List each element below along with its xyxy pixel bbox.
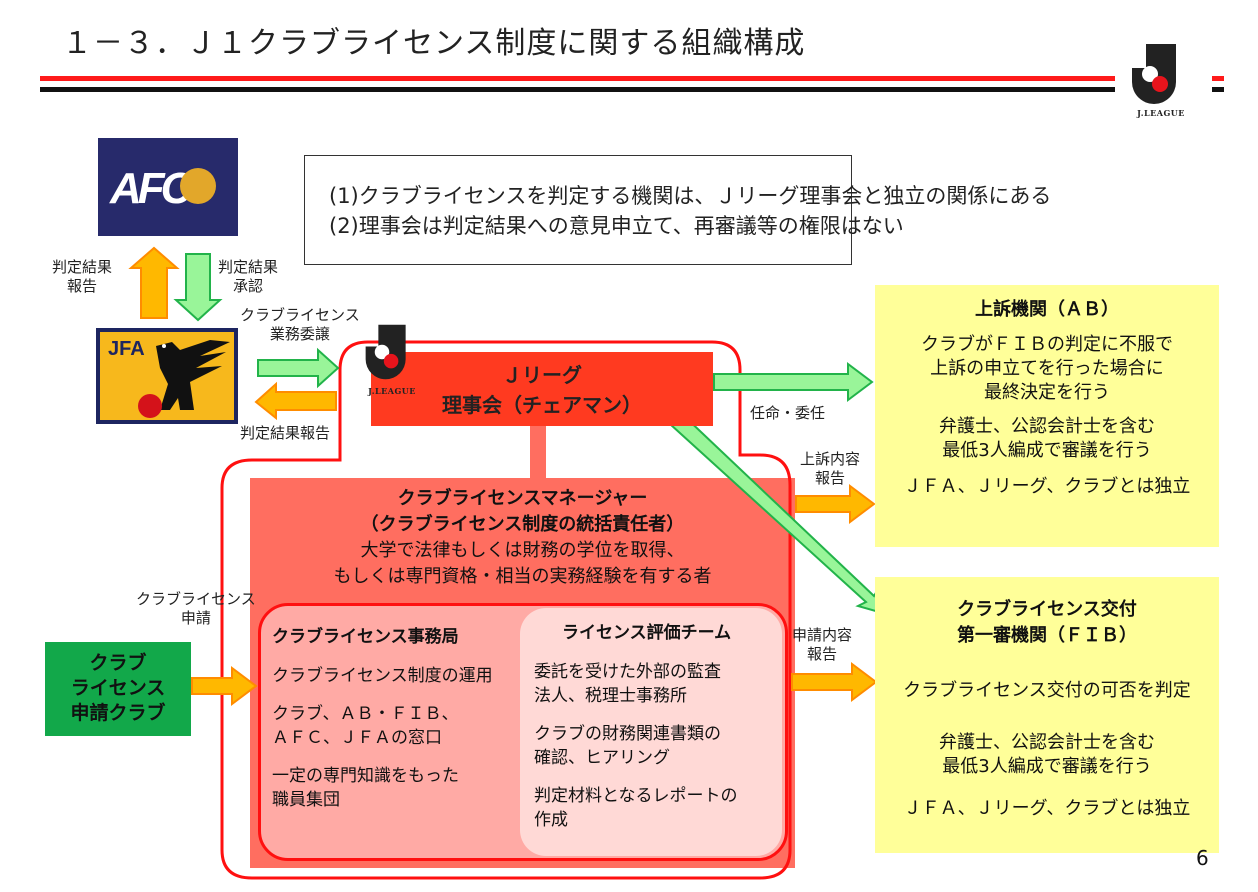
label-line: 承認 (233, 277, 264, 295)
team-item: クラブの財務関連書類の (534, 724, 721, 744)
secretariat-item: 一定の専門知識をもった (272, 766, 459, 786)
label-line: 上訴内容 (800, 450, 861, 468)
arrow-delegation (257, 347, 340, 389)
team-item: 確認、ヒアリング (534, 748, 670, 768)
page-title: １－３．Ｊ１クラブライセンス制度に関する組織構成 (62, 26, 806, 61)
league-outline (220, 340, 792, 880)
appeal-body-text: 最終決定を行う (984, 382, 1110, 403)
header-rule-red (40, 76, 1115, 81)
club-application-label: クラブライセンス 申請 (136, 590, 256, 628)
jleague-header-logo: J.LEAGUE (1128, 44, 1194, 120)
header-rule-black (40, 87, 1115, 92)
afc-logo-text: AFC (110, 164, 192, 213)
board-manager-connector (530, 426, 546, 478)
manager-desc-1: 大学で法律もしくは財務の学位を取得、 (360, 540, 685, 561)
page-number: 6 (1196, 846, 1209, 870)
manager-desc-2: もしくは専門資格・相当の実務経験を有する者 (333, 566, 712, 587)
arrow-appeal-report (795, 484, 876, 524)
applicant-club-box: クラブ ライセンス 申請クラブ (45, 642, 191, 736)
appeal-body-text: 最低3人編成で審議を行う (942, 440, 1152, 461)
appeal-report-label: 上訴内容 報告 (800, 450, 860, 488)
afc-logo-icon (180, 168, 216, 204)
jleague-logo-icon (1132, 44, 1176, 104)
label-line: 判定結果 (52, 258, 113, 276)
arrow-appointment (713, 362, 874, 402)
afc-logo: AFC (98, 138, 238, 236)
jfa-logo-text: JFA (108, 338, 145, 360)
jfa-report-label: 判定結果報告 (240, 424, 331, 442)
manager-title: クラブライセンスマネージャー (397, 488, 648, 509)
label-line: 判定結果 (218, 258, 279, 276)
arrow-application-report (791, 662, 878, 702)
fib-box: クラブライセンス交付 第一審機関（ＦＩＢ） クラブライセンス交付の可否を判定 弁… (875, 577, 1219, 853)
board-logo-label: J.LEAGUE (368, 386, 416, 396)
fib-title: クラブライセンス交付 (957, 599, 1137, 620)
evaluation-team-block (520, 608, 782, 856)
fib-title: 第一審機関（ＦＩＢ） (957, 625, 1137, 646)
delegation-label: クラブライセンス 業務委譲 (240, 306, 360, 344)
label-line: 報告 (807, 645, 838, 663)
jleague-logo-label: J.LEAGUE (1137, 108, 1185, 118)
arrow-down-approval (173, 253, 223, 322)
manager-text: クラブライセンスマネージャー （クラブライセンス制度の統括責任者） 大学で法律も… (250, 486, 795, 590)
jfa-logo: JFA (96, 328, 238, 424)
fib-text: 弁護士、公認会計士を含む (939, 732, 1155, 753)
label-line: 申請内容 (792, 626, 853, 644)
notes-box: (1)クラブライセンスを判定する機関は、Ｊリーグ理事会と独立の関係にある (2)… (304, 155, 1051, 265)
application-report-label: 申請内容 報告 (792, 626, 852, 664)
appeal-body-box: 上訴機関（ＡＢ） クラブがＦＩＢの判定に不服で 上訴の申立てを行った場合に 最終… (875, 285, 1219, 547)
header-rule-red-right (1212, 76, 1224, 81)
secretariat-item: ＡＦＣ、ＪＦＡの窓口 (272, 728, 442, 748)
header-rule-black-right (1212, 87, 1224, 92)
label-line: 業務委譲 (269, 325, 330, 343)
label-line: クラブライセンス (136, 590, 256, 608)
label-line: クラブライセンス (240, 306, 360, 324)
arrow-jfa-report (254, 381, 337, 421)
secretariat-title: クラブライセンス事務局 (272, 627, 459, 647)
secretariat-items: クラブライセンス制度の運用 クラブ、ＡＢ・ＦＩＢ、 ＡＦＣ、ＪＦＡの窓口 一定の… (272, 664, 493, 812)
secretariat-item: 職員集団 (272, 790, 340, 810)
board-jleague-logo: J.LEAGUE (362, 322, 422, 398)
note-1: (1)クラブライセンスを判定する機関は、Ｊリーグ理事会と独立の関係にある (329, 184, 1052, 208)
appeal-body-text: 上訴の申立てを行った場合に (930, 358, 1164, 379)
board-line-2: 理事会（チェアマン） (442, 393, 642, 417)
club-line: ライセンス (70, 677, 166, 699)
fib-text: クラブライセンス交付の可否を判定 (903, 680, 1191, 701)
appeal-body-text: ＪＦＡ、Ｊリーグ、クラブとは独立 (903, 476, 1191, 497)
club-line: 申請クラブ (70, 702, 166, 724)
fib-text: 最低3人編成で審議を行う (942, 756, 1152, 777)
appeal-body-title: 上訴機関（ＡＢ） (975, 299, 1119, 320)
jleague-logo-icon (365, 324, 406, 380)
team-items: 委託を受けた外部の監査 法人、税理士事務所 クラブの財務関連書類の 確認、ヒアリ… (534, 660, 738, 832)
club-line: クラブ (89, 652, 147, 674)
team-item: 法人、税理士事務所 (534, 686, 687, 706)
arrow-up-report (128, 246, 180, 319)
jleague-board: Ｊリーグ 理事会（チェアマン） (371, 352, 713, 426)
label-line: 申請 (180, 609, 211, 627)
team-item: 委託を受けた外部の監査 (534, 662, 721, 682)
appointment-label: 任命・委任 (750, 404, 826, 422)
arrow-club-application (191, 666, 258, 706)
jfa-logo-icon (156, 340, 230, 410)
team-title: ライセンス評価チーム (562, 623, 732, 643)
afc-approval-label: 判定結果 承認 (218, 258, 278, 296)
label-line: 報告 (815, 469, 846, 487)
board-line-1: Ｊリーグ (502, 363, 582, 387)
jfa-ball-icon (138, 394, 162, 418)
team-item: 作成 (534, 810, 568, 830)
note-2: (2)理事会は判定結果への意見申立て、再審議等の権限はない (329, 214, 904, 238)
manager-subtitle: （クラブライセンス制度の統括責任者） (360, 514, 685, 535)
appeal-body-text: クラブがＦＩＢの判定に不服で (921, 334, 1173, 355)
secretariat-item: クラブ、ＡＢ・ＦＩＢ、 (272, 704, 459, 724)
label-line: 報告 (67, 277, 98, 295)
afc-report-label: 判定結果 報告 (52, 258, 112, 296)
team-item: 判定材料となるレポートの (534, 786, 738, 806)
fib-text: ＪＦＡ、Ｊリーグ、クラブとは独立 (903, 798, 1191, 819)
appeal-body-text: 弁護士、公認会計士を含む (939, 416, 1155, 437)
secretariat-item: クラブライセンス制度の運用 (272, 666, 493, 686)
